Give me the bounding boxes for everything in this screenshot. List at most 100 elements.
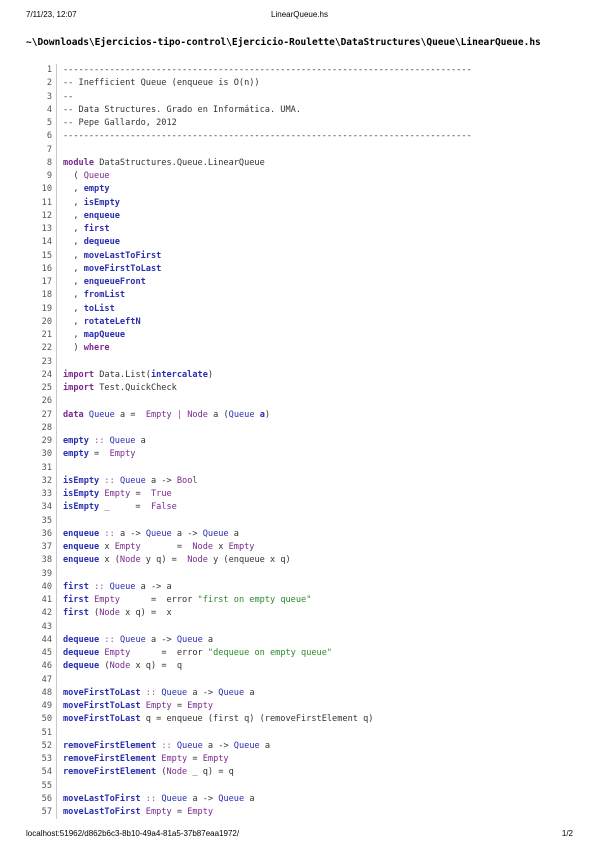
code-token: Empty [228,542,255,552]
line-number: 44 [28,633,57,647]
code-token: dequeue [83,237,120,248]
line-text: -- Data Structures. Grado en Informática… [57,104,301,117]
line-number: 56 [28,792,57,806]
code-token: Queue [228,409,255,420]
line-text: isEmpty Empty = True [57,488,172,501]
code-line: 6---------------------------------------… [28,130,576,144]
line-text: empty = Empty [57,448,135,461]
code-token: rotateLeftN [83,316,141,327]
line-text: , enqueue [57,210,120,223]
code-token: Queue [119,634,146,645]
line-text [57,727,63,740]
code-token: ) [207,369,214,380]
line-number: 28 [28,421,57,435]
line-text: removeFirstElement (Node _ q) = q [57,766,234,779]
code-line: 3-- [28,90,576,104]
code-token: Node [119,555,141,566]
code-token: a [135,436,146,446]
code-line: 9 ( Queue [28,170,576,184]
line-text: isEmpty :: Queue a -> Bool [57,475,198,488]
line-text: enqueue x (Node y q) = Node y (enqueue x… [57,554,291,567]
code-line: 31 [28,461,576,475]
code-line: 21 , mapQueue [28,329,576,343]
code-token: Node [109,661,131,672]
line-number: 7 [28,143,57,157]
code-token: ) [264,409,271,420]
code-token: y q) = [140,555,188,566]
line-number: 31 [28,461,57,475]
code-line: 7 [28,143,576,157]
code-token: ( [63,171,84,181]
line-number: 19 [28,302,57,316]
line-text [57,462,63,475]
code-token: moveLastToFirst [63,793,141,804]
code-token: x q) = x [119,608,172,619]
code-token: a [259,740,271,751]
line-number: 30 [28,448,57,462]
code-token: a [244,793,255,804]
code-token: removeFirstElement [63,767,157,778]
code-token: x q) = q [130,661,183,672]
page-url: localhost:51962/d862b6c3-8b10-49a4-81a5-… [26,829,240,838]
code-token: a -> [114,528,146,539]
code-token: ----------------------------------------… [63,131,472,142]
code-token: enqueue [63,555,100,566]
code-token: a -> [187,793,219,804]
code-token: = [88,449,110,460]
code-line: 14 , dequeue [28,236,576,250]
code-token: import [63,383,95,393]
line-text: , moveFirstToLast [57,263,161,276]
line-text: dequeue Empty = error "dequeue on empty … [57,647,332,660]
code-line: 35 [28,514,576,528]
code-token: Empty [187,807,214,817]
line-text: removeFirstElement :: Queue a -> Queue a [57,740,270,753]
code-token: first [63,581,89,592]
code-token: -- Pepe Gallardo, 2012 [63,118,177,128]
code-token: a = [114,409,146,420]
code-token: Empty [109,449,136,460]
code-token: Node [192,542,214,552]
code-line: 22 ) where [28,342,576,356]
line-number: 43 [28,620,57,634]
line-text: module DataStructures.Queue.LinearQueue [57,157,265,170]
line-number: 37 [28,541,57,555]
code-token: Queue [119,475,146,486]
line-number: 14 [28,236,57,250]
code-token: DataStructures.Queue.LinearQueue [94,157,265,168]
code-token: import [63,369,95,380]
line-text [57,568,63,581]
code-token: False [150,502,177,513]
code-token: data [63,409,84,420]
line-text: enqueue x Empty = Node x Empty [57,541,254,554]
code-token: | [176,409,183,420]
code-token: :: [104,634,115,645]
code-token: moveLastToFirst [63,807,141,817]
line-text [57,780,63,793]
line-number: 45 [28,647,57,661]
code-token: , [63,316,84,327]
code-token: = [140,542,193,552]
code-token: first [83,224,110,234]
code-token: ----------------------------------------… [63,65,472,75]
code-token: moveFirstToLast [83,263,162,274]
code-token: :: [94,581,105,592]
line-text [57,356,63,369]
line-number: 36 [28,527,57,541]
code-token: isEmpty [63,502,100,513]
code-line: 2-- Inefficient Queue (enqueue is O(n)) [28,77,576,91]
line-text: , mapQueue [57,329,125,342]
line-text: , toList [57,303,114,316]
code-token: enqueue [63,542,100,552]
line-number: 42 [28,607,57,621]
code-token: Node [166,767,188,778]
line-number: 4 [28,103,57,117]
line-text: first (Node x q) = x [57,607,172,620]
code-token: Queue [176,634,203,645]
code-token: x ( [99,555,120,566]
code-token: = [130,489,151,499]
line-text: -- Pepe Gallardo, 2012 [57,117,177,130]
code-token: ( [99,661,110,672]
